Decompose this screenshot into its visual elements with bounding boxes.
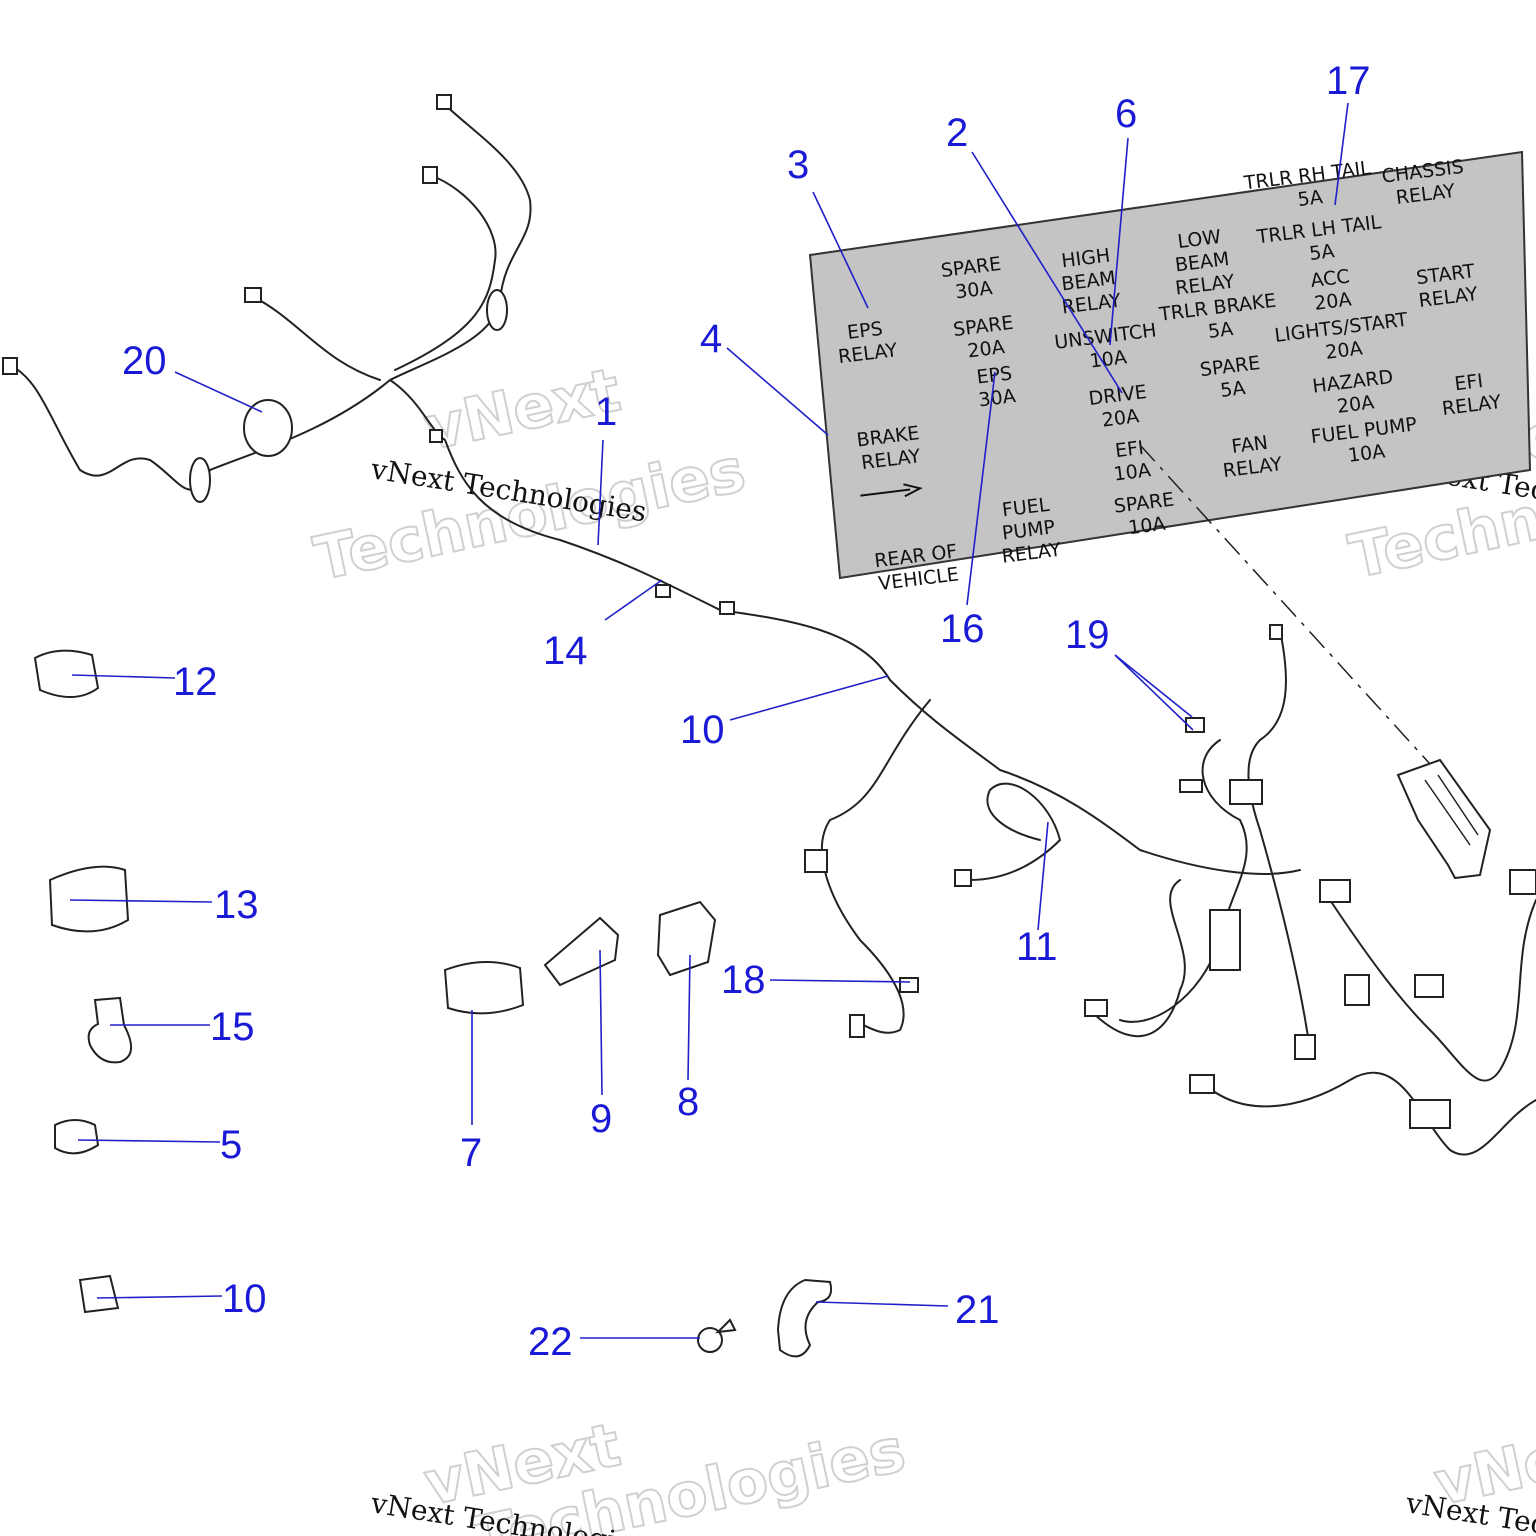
callout-15: 15	[210, 1005, 255, 1049]
rear-arrow-icon	[860, 483, 923, 498]
connector-terminal	[2, 357, 18, 375]
connector-part-5	[54, 1119, 100, 1155]
connector-terminal	[1414, 974, 1444, 998]
connector-part-12	[33, 649, 100, 698]
decal-cell: ACC20A	[1309, 266, 1353, 315]
wire-loop	[189, 457, 211, 503]
connector-part-13	[48, 865, 130, 933]
connector-terminal	[1344, 974, 1370, 1006]
harness-clip	[655, 584, 671, 598]
connector-terminal	[1294, 1034, 1316, 1060]
connector-terminal	[244, 287, 262, 303]
wiring-harness	[2, 94, 1536, 1156]
decal-cell: BRAKERELAY	[855, 422, 923, 474]
relay-part-8	[656, 900, 717, 977]
callout-16: 16	[940, 607, 985, 651]
callout-4: 4	[700, 317, 722, 361]
connector-terminal	[849, 1014, 865, 1038]
callout-21: 21	[955, 1288, 1000, 1332]
buzzer-part-20	[243, 399, 293, 457]
callout-14: 14	[543, 629, 588, 673]
connector-terminal	[1189, 1074, 1215, 1094]
connector-terminal	[422, 166, 438, 184]
callouts: 3 2 6 17 4 1 20 14 16 19 10 12 13 11 18 …	[122, 59, 1371, 1364]
harness-clip	[804, 849, 828, 873]
wire-loop	[486, 289, 508, 331]
connector-terminal	[1229, 779, 1263, 805]
decal-cell: EPS30A	[975, 362, 1017, 411]
screw-part-22-tip	[715, 1318, 737, 1334]
callout-9: 9	[590, 1097, 612, 1141]
callout-5: 5	[220, 1123, 242, 1167]
harness-clip	[899, 977, 919, 993]
callout-8: 8	[677, 1080, 699, 1124]
leader-lines	[69, 102, 1349, 1339]
clamp-part-15	[87, 996, 132, 1064]
harness-module	[1209, 909, 1241, 971]
callout-10-part: 10	[222, 1277, 267, 1321]
connector-terminal	[1319, 879, 1351, 903]
connector-terminal	[954, 869, 972, 887]
decal-cell: EFI10A	[1110, 436, 1152, 485]
callout-1: 1	[595, 390, 617, 434]
callout-10-harness: 10	[680, 708, 725, 752]
callout-22: 22	[528, 1320, 573, 1364]
decal-cell: STARTRELAY	[1415, 260, 1480, 312]
fuse-box-decal: EPSRELAYSPARE30AHIGHBEAMRELAYLOWBEAMRELA…	[808, 150, 1532, 595]
callout-6: 6	[1115, 92, 1137, 136]
connector-terminal	[1509, 869, 1536, 895]
callout-19: 19	[1065, 613, 1110, 657]
callout-11: 11	[1016, 925, 1058, 969]
decal-panel	[808, 150, 1532, 580]
screw-part-22	[697, 1327, 723, 1353]
harness-clip	[719, 601, 735, 615]
callout-12: 12	[173, 660, 218, 704]
connector-part-7	[443, 960, 525, 1015]
callout-18: 18	[721, 958, 766, 1002]
connector-terminal	[1084, 999, 1108, 1017]
harness-clip	[429, 429, 443, 443]
boot-part-9	[543, 916, 620, 987]
connector-terminal	[1179, 779, 1203, 793]
harness-module	[1409, 1099, 1451, 1129]
fuse-box	[1139, 444, 1492, 880]
clamp-part-21	[776, 1278, 833, 1358]
loose-parts	[33, 649, 833, 1358]
decal-cell: FUELPUMPRELAY	[995, 493, 1063, 568]
callout-2: 2	[946, 111, 968, 155]
connector-terminal	[1269, 624, 1283, 640]
callout-20: 20	[122, 339, 167, 383]
callout-7: 7	[460, 1131, 482, 1175]
decal-cell: FANRELAY	[1219, 430, 1284, 482]
decal-cell: LOWBEAMRELAY	[1169, 225, 1237, 300]
connector-part-10	[78, 1274, 120, 1314]
callout-13: 13	[214, 883, 259, 927]
callout-17: 17	[1326, 59, 1371, 103]
connector-terminal	[436, 94, 452, 110]
callout-3: 3	[787, 143, 809, 187]
decal-cell: REAR OFVEHICLE	[873, 540, 961, 595]
